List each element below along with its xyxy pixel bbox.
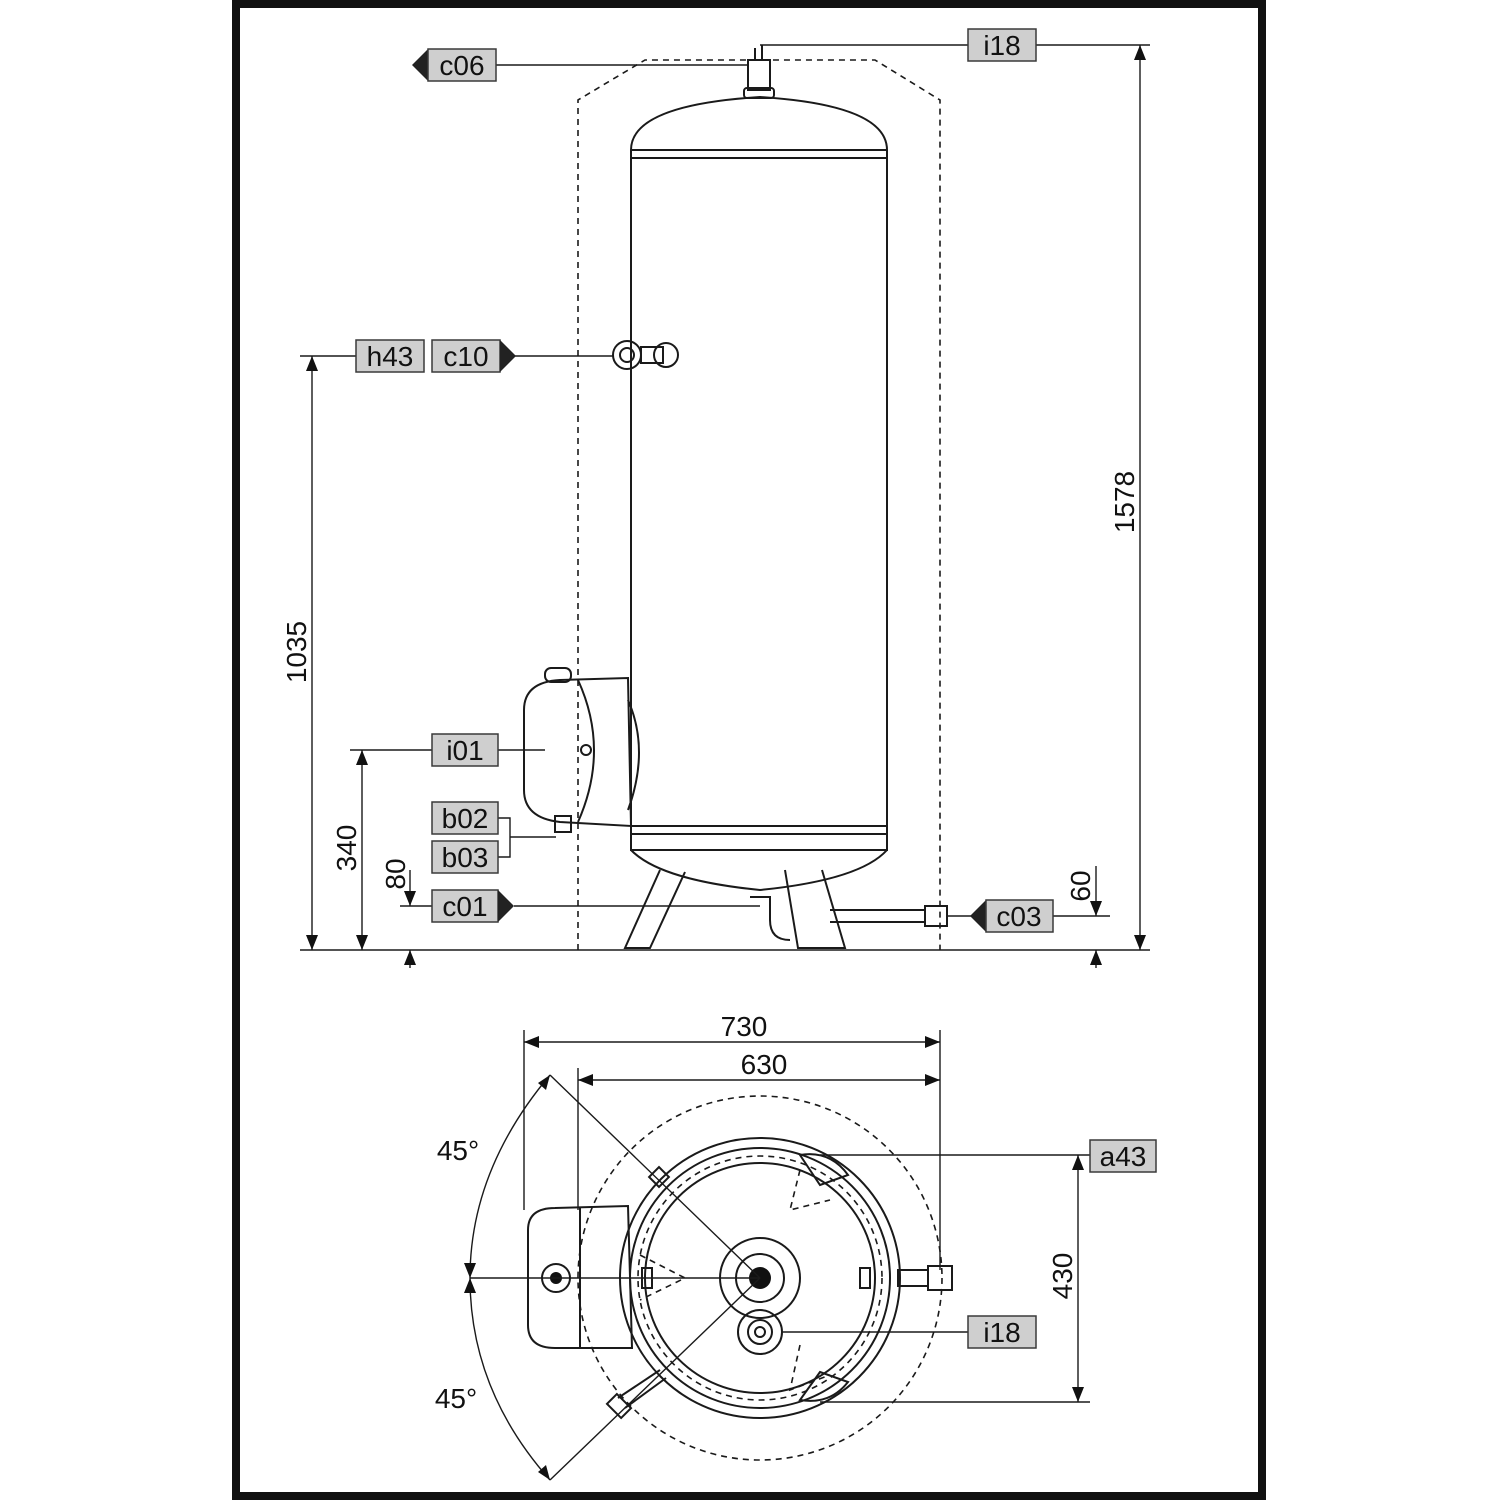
tag-a43: a43	[1089, 1139, 1157, 1173]
dim-width-inner: 630	[741, 1049, 788, 1080]
tag-c03: c03	[970, 899, 1054, 933]
tag-i01-text: i01	[446, 735, 483, 766]
tag-c10: c10	[431, 339, 516, 373]
dim-height-c01: 80	[380, 858, 411, 889]
leader-lines	[300, 44, 1150, 917]
tag-h43-text: h43	[367, 341, 414, 372]
tag-c06: c06	[412, 48, 497, 82]
dim-height-total: 1578	[1109, 471, 1140, 533]
tag-c10-text: c10	[443, 341, 488, 372]
tank-body	[630, 95, 888, 851]
dim-height-h43: 1035	[281, 621, 312, 683]
tag-h43: h43	[355, 339, 425, 373]
tag-b02-text: b02	[442, 803, 489, 834]
tag-c03-text: c03	[996, 901, 1041, 932]
tank-leg-left	[623, 869, 686, 949]
dim-width-outer: 730	[721, 1011, 768, 1042]
foot-lower	[798, 1370, 850, 1402]
heating-housing-plan	[527, 1204, 634, 1349]
foot-upper	[798, 1153, 850, 1187]
tag-a43-text: a43	[1100, 1141, 1147, 1172]
dim-height-c03: 60	[1065, 870, 1096, 901]
tag-i18-plan-text: i18	[983, 1317, 1020, 1348]
top-connection-fitting	[743, 45, 775, 99]
tag-b03: b03	[431, 840, 499, 874]
dim-angle-lower: 45°	[435, 1383, 477, 1414]
tag-i01: i01	[431, 733, 499, 767]
dim-depth-a43: 430	[1047, 1253, 1078, 1300]
tag-i18-plan: i18	[967, 1315, 1037, 1349]
tag-c01-text: c01	[442, 891, 487, 922]
dim-height-i01: 340	[331, 825, 362, 872]
tag-i18-top-text: i18	[983, 30, 1020, 61]
tag-c01: c01	[431, 889, 514, 923]
vertical-dimensions	[306, 45, 1146, 968]
tag-b03-text: b03	[442, 842, 489, 873]
side-view	[300, 45, 1150, 951]
outlet-pipe-c03	[830, 909, 925, 923]
dim-angle-upper: 45°	[437, 1135, 479, 1166]
tag-i18-top: i18	[967, 28, 1037, 62]
plan-view	[464, 1030, 1090, 1481]
drain-pipe-c01	[750, 896, 791, 941]
drawing-frame	[232, 0, 1266, 1500]
tag-c06-text: c06	[439, 50, 484, 81]
clearance-circle	[577, 1095, 943, 1461]
side-fitting-c10	[612, 340, 679, 370]
heating-element-housing	[523, 667, 640, 833]
fitting-i18-plan	[737, 1309, 783, 1355]
clearance-outline	[577, 59, 941, 950]
tag-b02: b02	[431, 801, 499, 835]
tank-bottom-dome	[630, 849, 888, 892]
